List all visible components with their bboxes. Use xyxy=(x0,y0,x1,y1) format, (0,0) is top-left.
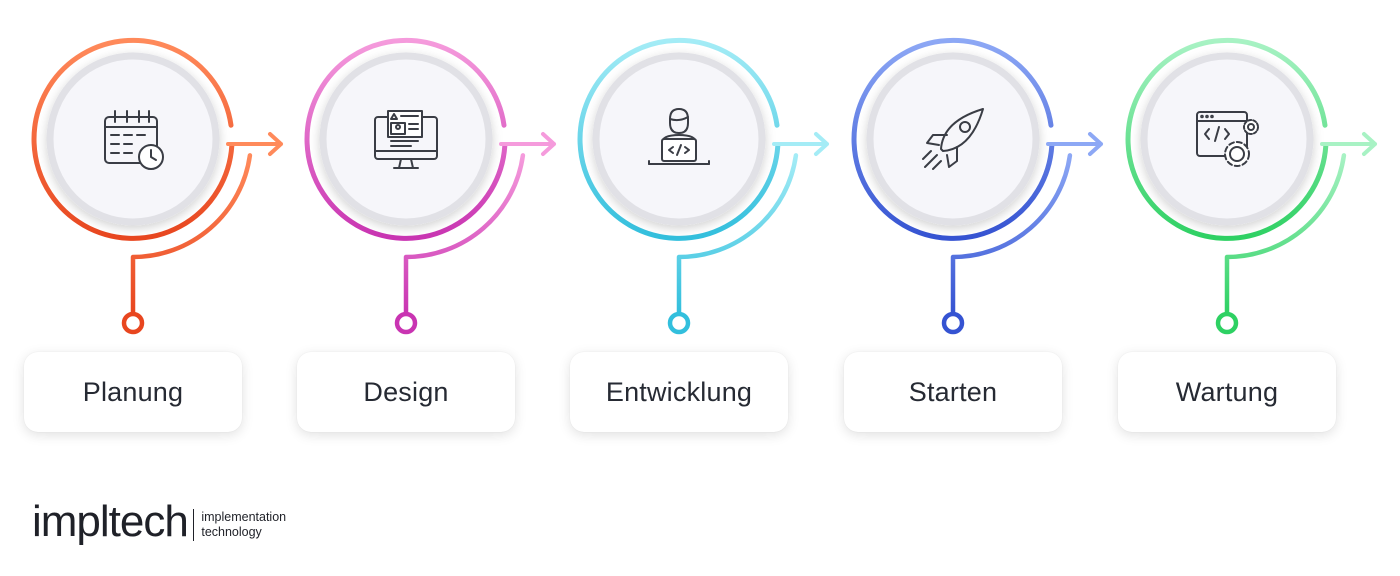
outer-ring xyxy=(577,37,781,241)
arrow-connector-icon xyxy=(226,132,283,156)
brand-logo: impltech implementation technology xyxy=(32,500,286,544)
connector-dot xyxy=(394,311,418,335)
brand-name: impltech xyxy=(32,497,189,546)
connector-line xyxy=(950,153,1073,316)
stage-node-planung xyxy=(31,37,283,335)
connector-dot xyxy=(1215,311,1239,335)
connector-line xyxy=(130,153,253,316)
arrow-connector-icon xyxy=(772,132,829,156)
connector-dot xyxy=(941,311,965,335)
connector-dot xyxy=(121,311,145,335)
stage-disc xyxy=(1140,52,1314,226)
brand-tagline: implementation technology xyxy=(201,510,286,540)
connector-line xyxy=(403,153,526,316)
arrow-connector-icon xyxy=(1046,132,1103,156)
stage-node-starten xyxy=(851,37,1103,335)
brand-tagline-line1: implementation xyxy=(201,510,287,524)
connector-dot xyxy=(667,311,691,335)
brand-divider xyxy=(192,509,195,541)
connector-line xyxy=(676,153,799,316)
arrow-connector-icon xyxy=(1320,132,1377,156)
stage-node-entwicklung xyxy=(577,37,829,335)
stage-disc xyxy=(319,52,493,226)
stage-label-planung: Planung xyxy=(24,352,242,432)
stage-node-wartung xyxy=(1125,37,1377,335)
stage-disc xyxy=(46,52,220,226)
stage-node-design xyxy=(304,37,556,335)
outer-ring xyxy=(304,37,508,241)
arrow-connector-icon xyxy=(499,132,556,156)
outer-ring xyxy=(851,37,1055,241)
brand-tagline-line2: technology xyxy=(201,525,262,539)
outer-ring xyxy=(1125,37,1329,241)
connector-line xyxy=(1224,153,1347,316)
stage-label-entwicklung: Entwicklung xyxy=(570,352,788,432)
stage-disc xyxy=(866,52,1040,226)
stage-label-wartung: Wartung xyxy=(1118,352,1336,432)
outer-ring xyxy=(31,37,235,241)
stage-label-design: Design xyxy=(297,352,515,432)
stage-label-starten: Starten xyxy=(844,352,1062,432)
